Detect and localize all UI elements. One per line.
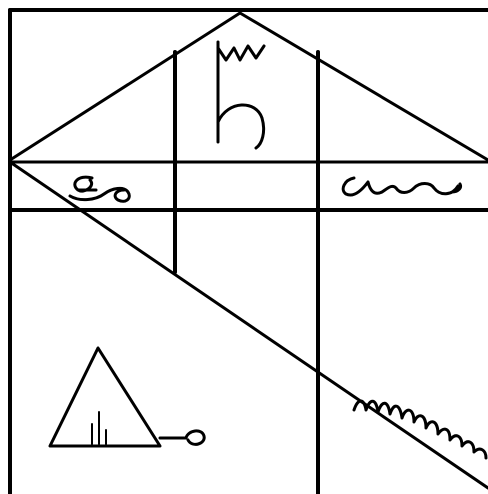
drawing-canvas (0, 0, 488, 494)
